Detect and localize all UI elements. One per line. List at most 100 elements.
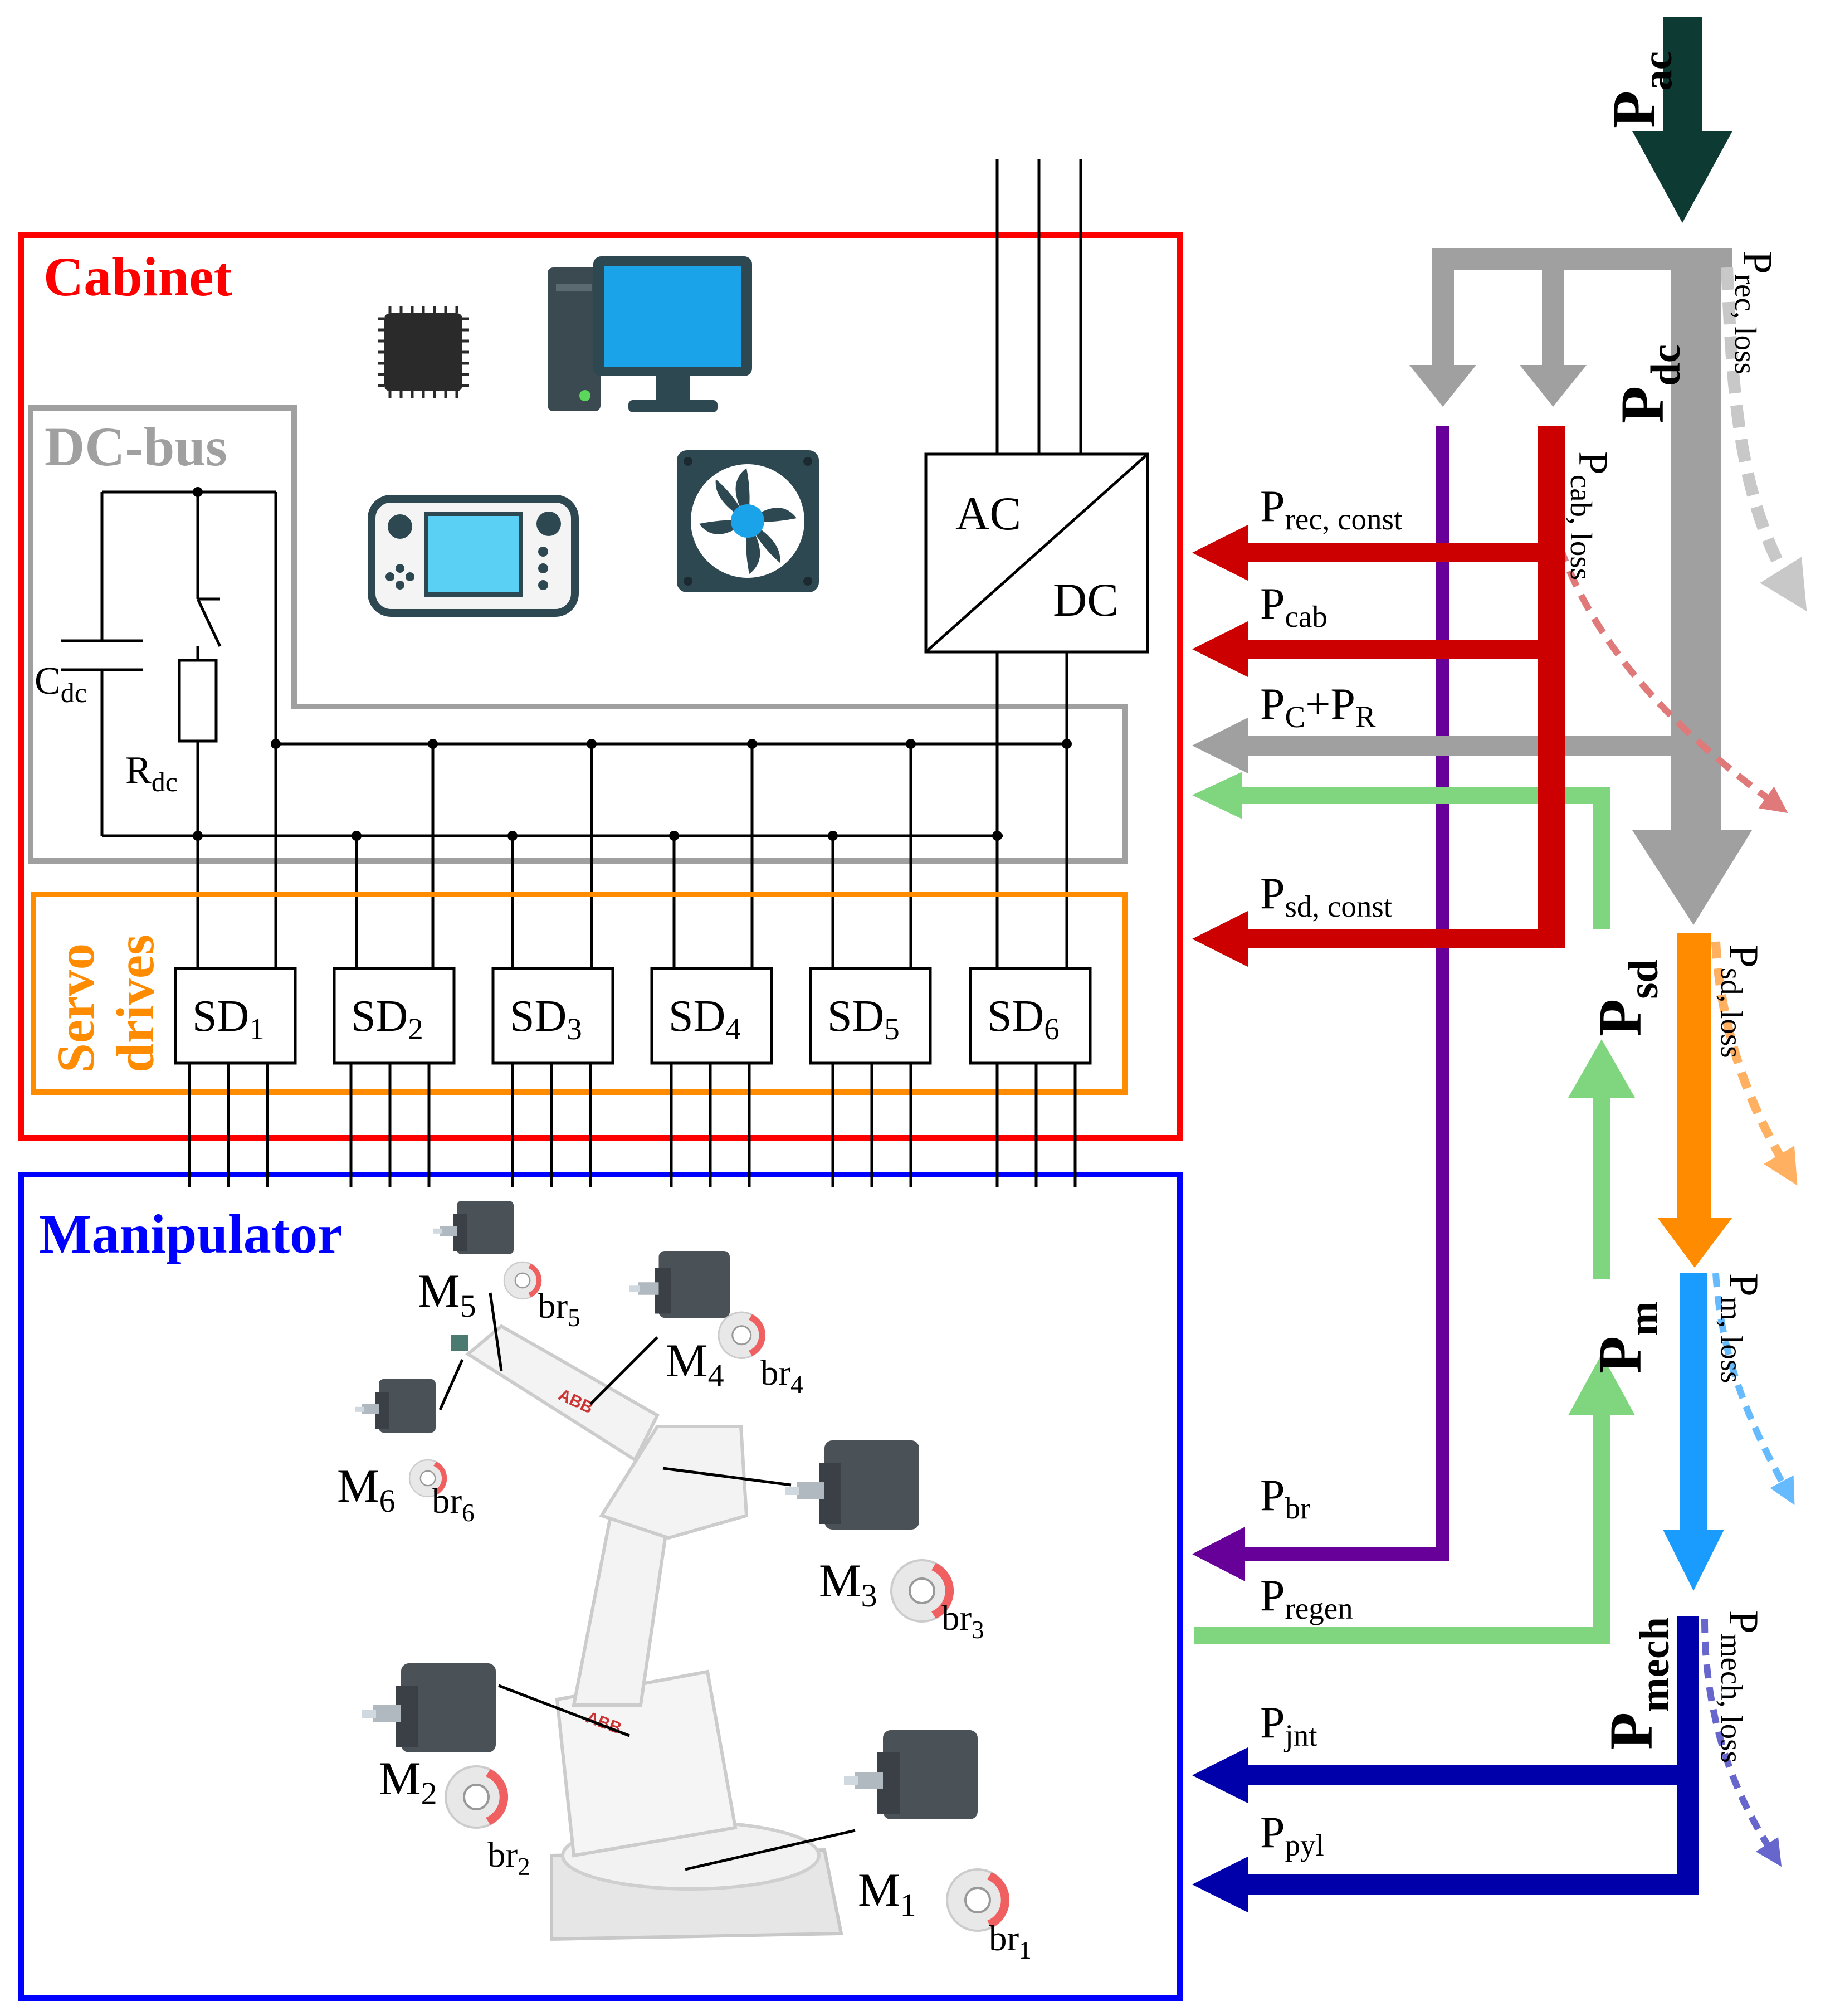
- p-mech-label: Pmech: [1597, 1617, 1678, 1750]
- p-m-loss-arrow: [1712, 1273, 1795, 1506]
- servo-drive-label: SD4: [668, 992, 741, 1046]
- servo-drive-6: SD6: [969, 967, 1092, 1065]
- dcbus-wiring: [61, 490, 1071, 981]
- robot-arm-image: ABB ABB: [451, 1324, 843, 1941]
- p-cab-loss-label: Pcab, loss: [1564, 451, 1616, 580]
- p-mech-flow: [1192, 1616, 1699, 1912]
- teach-pendant-icon: [368, 495, 579, 617]
- brake-icon: [718, 1311, 766, 1359]
- servo-drive-2: SD2: [333, 967, 456, 1065]
- servo-motor-icon: [629, 1251, 730, 1318]
- p-sd-const-label: Psd, const: [1260, 869, 1392, 923]
- p-ac-label: Pac: [1600, 51, 1681, 128]
- dcbus-label: DC-bus: [45, 416, 227, 478]
- capacitor-label: Cdc: [35, 660, 87, 708]
- p-mech-loss-arrow: [1701, 1618, 1782, 1867]
- servo-label-2: drives: [106, 934, 165, 1073]
- motor-2: M2 br2: [362, 1663, 530, 1881]
- servo-frame: [31, 892, 1128, 1095]
- servo-drive-4: SD4: [650, 967, 773, 1065]
- p-rec-const-label: Prec, const: [1260, 482, 1402, 536]
- motor-label: M1: [858, 1864, 916, 1923]
- p-jnt-label: Pjnt: [1260, 1698, 1317, 1752]
- motor-3: M3 br3: [785, 1440, 984, 1644]
- p-cab-loss-arrow: [1556, 545, 1788, 814]
- motor-label: M2: [379, 1752, 437, 1812]
- p-dc-flow: [1409, 248, 1752, 925]
- resistor-label: Rdc: [125, 749, 178, 797]
- motor-6: M6 br6: [337, 1379, 475, 1527]
- p-cab-label: Pcab: [1260, 580, 1327, 634]
- servo-motor-icon: [355, 1379, 436, 1433]
- servo-drive-group: SD1 SD2 SD3 SD4 SD5 SD6: [174, 967, 1092, 1065]
- p-mech-loss-label: Pmech, loss: [1715, 1610, 1766, 1763]
- servo-drive-label: SD5: [827, 992, 900, 1046]
- servo-motor-icon: [785, 1440, 919, 1530]
- brake-icon: [890, 1559, 954, 1623]
- p-sd-loss-arrow: [1711, 941, 1798, 1186]
- brake-label: br5: [538, 1286, 580, 1332]
- p-br-flow: [1192, 426, 1449, 1581]
- motor-wiring: [188, 1064, 1077, 1187]
- brake-icon: [408, 1459, 447, 1498]
- p-regen-flow: [1192, 772, 1635, 1644]
- motor-label: M6: [337, 1460, 396, 1519]
- servo-drive-1: SD1: [174, 967, 297, 1065]
- brake-label: br6: [432, 1481, 475, 1527]
- cabinet-frame: [18, 232, 1183, 1141]
- p-rec-loss-label: Prec, loss: [1729, 251, 1780, 374]
- motor-4: M4 br4: [629, 1251, 803, 1399]
- processor-chip-icon: [378, 306, 469, 398]
- servo-drive-label: SD6: [987, 992, 1060, 1046]
- desktop-computer-icon: [548, 256, 752, 412]
- brake-label: br1: [989, 1918, 1032, 1964]
- ac-dc-converter: AC DC: [924, 452, 1149, 654]
- motor-label: M3: [819, 1555, 877, 1614]
- p-c-p-r-label: PC+PR: [1260, 680, 1376, 734]
- converter-ac-label: AC: [955, 488, 1021, 540]
- servo-label: Servo: [46, 943, 105, 1073]
- manipulator-frame: [18, 1172, 1183, 2001]
- p-c-p-r-flow: [1192, 718, 1674, 773]
- servo-motor-icon: [844, 1730, 978, 1819]
- p-sd-loss-label: Psd, loss: [1715, 944, 1766, 1058]
- mains-lines: [995, 159, 1082, 454]
- motor-1: M1 br1: [844, 1730, 1032, 1964]
- dcbus-switch: [196, 598, 222, 647]
- servo-motor-icon: [362, 1663, 496, 1752]
- servo-motor-icon: [433, 1201, 514, 1254]
- servo-drive-5: SD5: [809, 967, 932, 1065]
- p-pyl-label: Ppyl: [1260, 1808, 1324, 1862]
- p-sd-flow: [1657, 933, 1732, 1268]
- p-cab-flow: [1192, 426, 1565, 967]
- brake-label: br3: [941, 1598, 984, 1644]
- servo-drive-label: SD3: [510, 992, 582, 1046]
- p-br-label: Pbr: [1260, 1471, 1310, 1525]
- motor-joint-lines: [438, 1292, 856, 1871]
- converter-dc-label: DC: [1053, 574, 1119, 626]
- brake-label: br4: [760, 1353, 803, 1399]
- p-rec-loss-arrow: [1721, 267, 1807, 612]
- brake-icon: [445, 1765, 509, 1829]
- dcbus-frame: [28, 405, 1128, 864]
- motor-label: M4: [666, 1335, 724, 1394]
- cooling-fan-icon: [677, 450, 819, 592]
- brake-label: br2: [487, 1835, 530, 1881]
- cabinet-label: Cabinet: [43, 246, 232, 308]
- p-m-loss-label: Pm, loss: [1715, 1273, 1766, 1384]
- dcbus-junctions: [193, 487, 1072, 841]
- motor-label: M5: [418, 1265, 476, 1324]
- p-m-label: Pm: [1586, 1301, 1667, 1374]
- brake-icon: [503, 1261, 542, 1300]
- p-ac-arrow: [1632, 17, 1732, 223]
- p-dc-label: Pdc: [1608, 344, 1689, 423]
- p-regen-label: Pregen: [1260, 1571, 1353, 1625]
- brake-icon: [946, 1868, 1010, 1932]
- motor-5: M5 br5: [418, 1201, 580, 1332]
- manipulator-label: Manipulator: [39, 1203, 342, 1265]
- servo-drive-label: SD1: [192, 992, 265, 1046]
- p-m-flow: [1663, 1273, 1724, 1591]
- servo-drive-label: SD2: [351, 992, 423, 1046]
